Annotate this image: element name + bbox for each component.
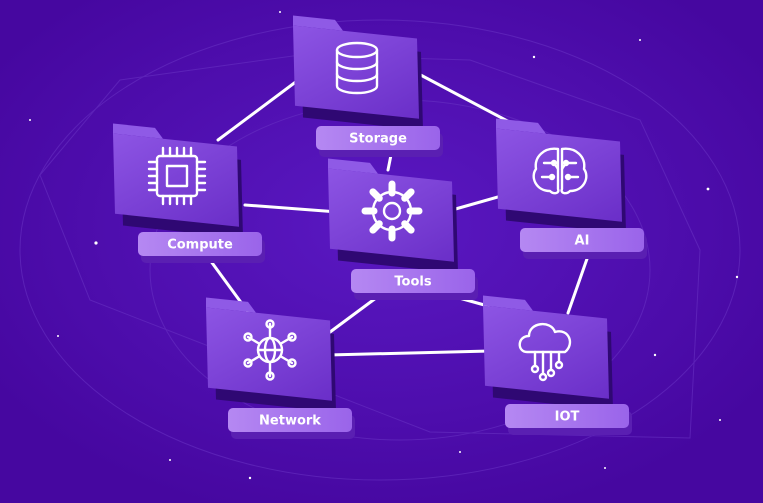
connector-lines	[208, 70, 590, 357]
node-storage: Storage	[293, 15, 443, 157]
gear-icon	[361, 180, 423, 242]
node-label-compute: Compute	[167, 238, 233, 253]
node-compute: Compute	[113, 123, 265, 263]
label-plate-network	[228, 408, 355, 439]
label-plate-iot	[505, 404, 632, 435]
star-dots	[29, 11, 739, 480]
connector-compute-tools	[243, 203, 340, 214]
folder-network	[206, 297, 336, 413]
node-label-network: Network	[259, 414, 321, 429]
node-ai: AI	[496, 118, 647, 259]
node-tools: Tools	[328, 158, 478, 300]
connector-network-iot	[326, 349, 492, 357]
folder-tools	[328, 158, 458, 274]
node-network: Network	[206, 297, 355, 439]
cloud-circuit-icon	[518, 323, 572, 382]
connector-storage-compute	[216, 73, 307, 142]
connector-storage-ai	[413, 70, 517, 127]
node-label-ai: AI	[575, 234, 590, 249]
label-plate-storage	[316, 126, 443, 157]
database-icon	[335, 41, 379, 95]
node-label-iot: IOT	[555, 410, 580, 425]
folder-storage	[293, 15, 423, 131]
label-plate-compute	[138, 232, 265, 263]
cpu-chip-icon	[147, 146, 207, 206]
connector-ai-iot	[566, 254, 590, 315]
label-plate-tools	[351, 269, 478, 300]
label-plate-ai	[520, 228, 647, 259]
brain-circuit-icon	[532, 147, 588, 195]
node-label-storage: Storage	[349, 132, 407, 147]
node-iot: IOT	[483, 295, 632, 435]
node-label-tools: Tools	[394, 275, 431, 290]
connector-tools-network	[320, 293, 382, 340]
globe-network-icon	[243, 319, 297, 381]
